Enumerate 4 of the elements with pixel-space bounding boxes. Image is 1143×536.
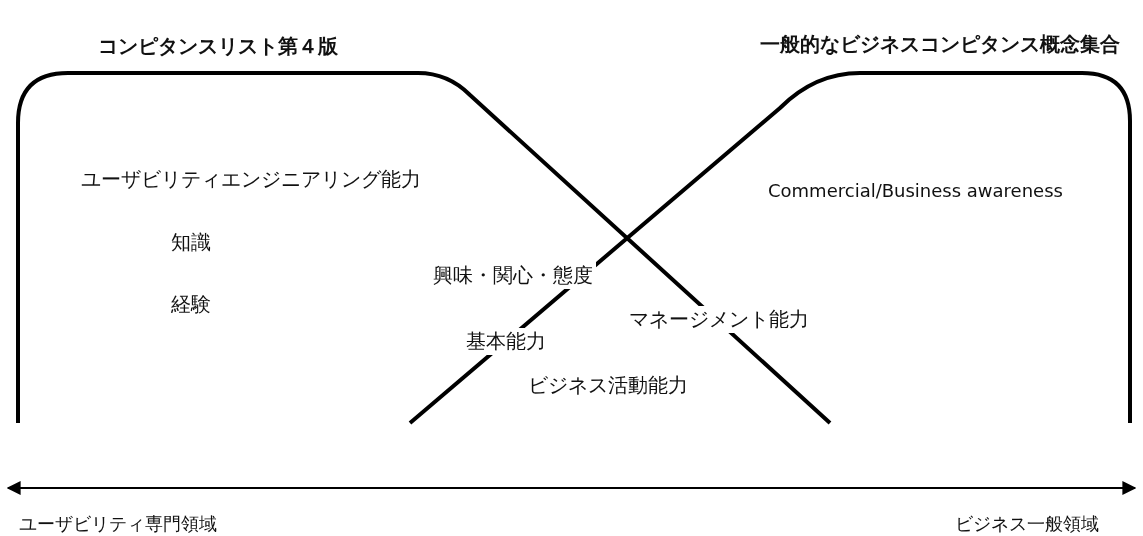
- axis-label: ユーザビリティ専門領域: [16, 512, 220, 536]
- region-heading: コンピタンスリスト第４版: [98, 33, 338, 60]
- competence-label: 興味・関心・態度: [430, 262, 596, 289]
- region-heading: 一般的なビジネスコンピタンス概念集合: [760, 31, 1120, 58]
